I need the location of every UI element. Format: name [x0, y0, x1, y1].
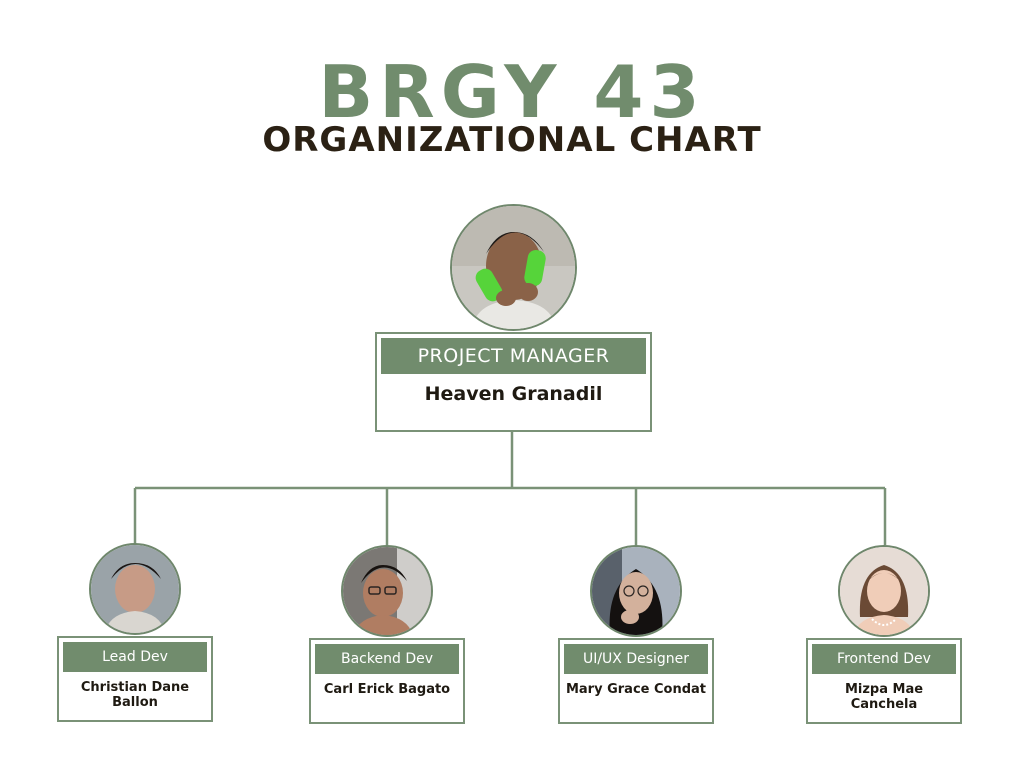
- chart-subtitle: ORGANIZATIONAL CHART: [262, 120, 762, 160]
- uiux-designer-avatar: [590, 545, 682, 637]
- lead-dev-name: Christian Dane Ballon: [80, 680, 190, 710]
- frontend-dev-name: Mizpa Mae Canchela: [844, 682, 924, 712]
- lead-dev-role: Lead Dev: [63, 642, 207, 672]
- backend-dev-card: Backend Dev Carl Erick Bagato: [309, 638, 465, 724]
- chart-title: BRGY 43: [318, 50, 706, 134]
- lead-dev-avatar: [89, 543, 181, 635]
- manager-role: PROJECT MANAGER: [381, 338, 646, 374]
- uiux-designer-name: Mary Grace Condat: [565, 682, 707, 697]
- frontend-dev-avatar: [838, 545, 930, 637]
- frontend-dev-role: Frontend Dev: [812, 644, 956, 674]
- backend-dev-avatar: [341, 545, 433, 637]
- manager-name: Heaven Granadil: [424, 383, 603, 405]
- uiux-designer-role: UI/UX Designer: [564, 644, 708, 674]
- lead-dev-card: Lead Dev Christian Dane Ballon: [57, 636, 213, 722]
- backend-dev-name: Carl Erick Bagato: [323, 682, 451, 697]
- manager-avatar: [450, 204, 577, 331]
- frontend-dev-card: Frontend Dev Mizpa Mae Canchela: [806, 638, 962, 724]
- manager-card: PROJECT MANAGER Heaven Granadil: [375, 332, 652, 432]
- backend-dev-role: Backend Dev: [315, 644, 459, 674]
- uiux-designer-card: UI/UX Designer Mary Grace Condat: [558, 638, 714, 724]
